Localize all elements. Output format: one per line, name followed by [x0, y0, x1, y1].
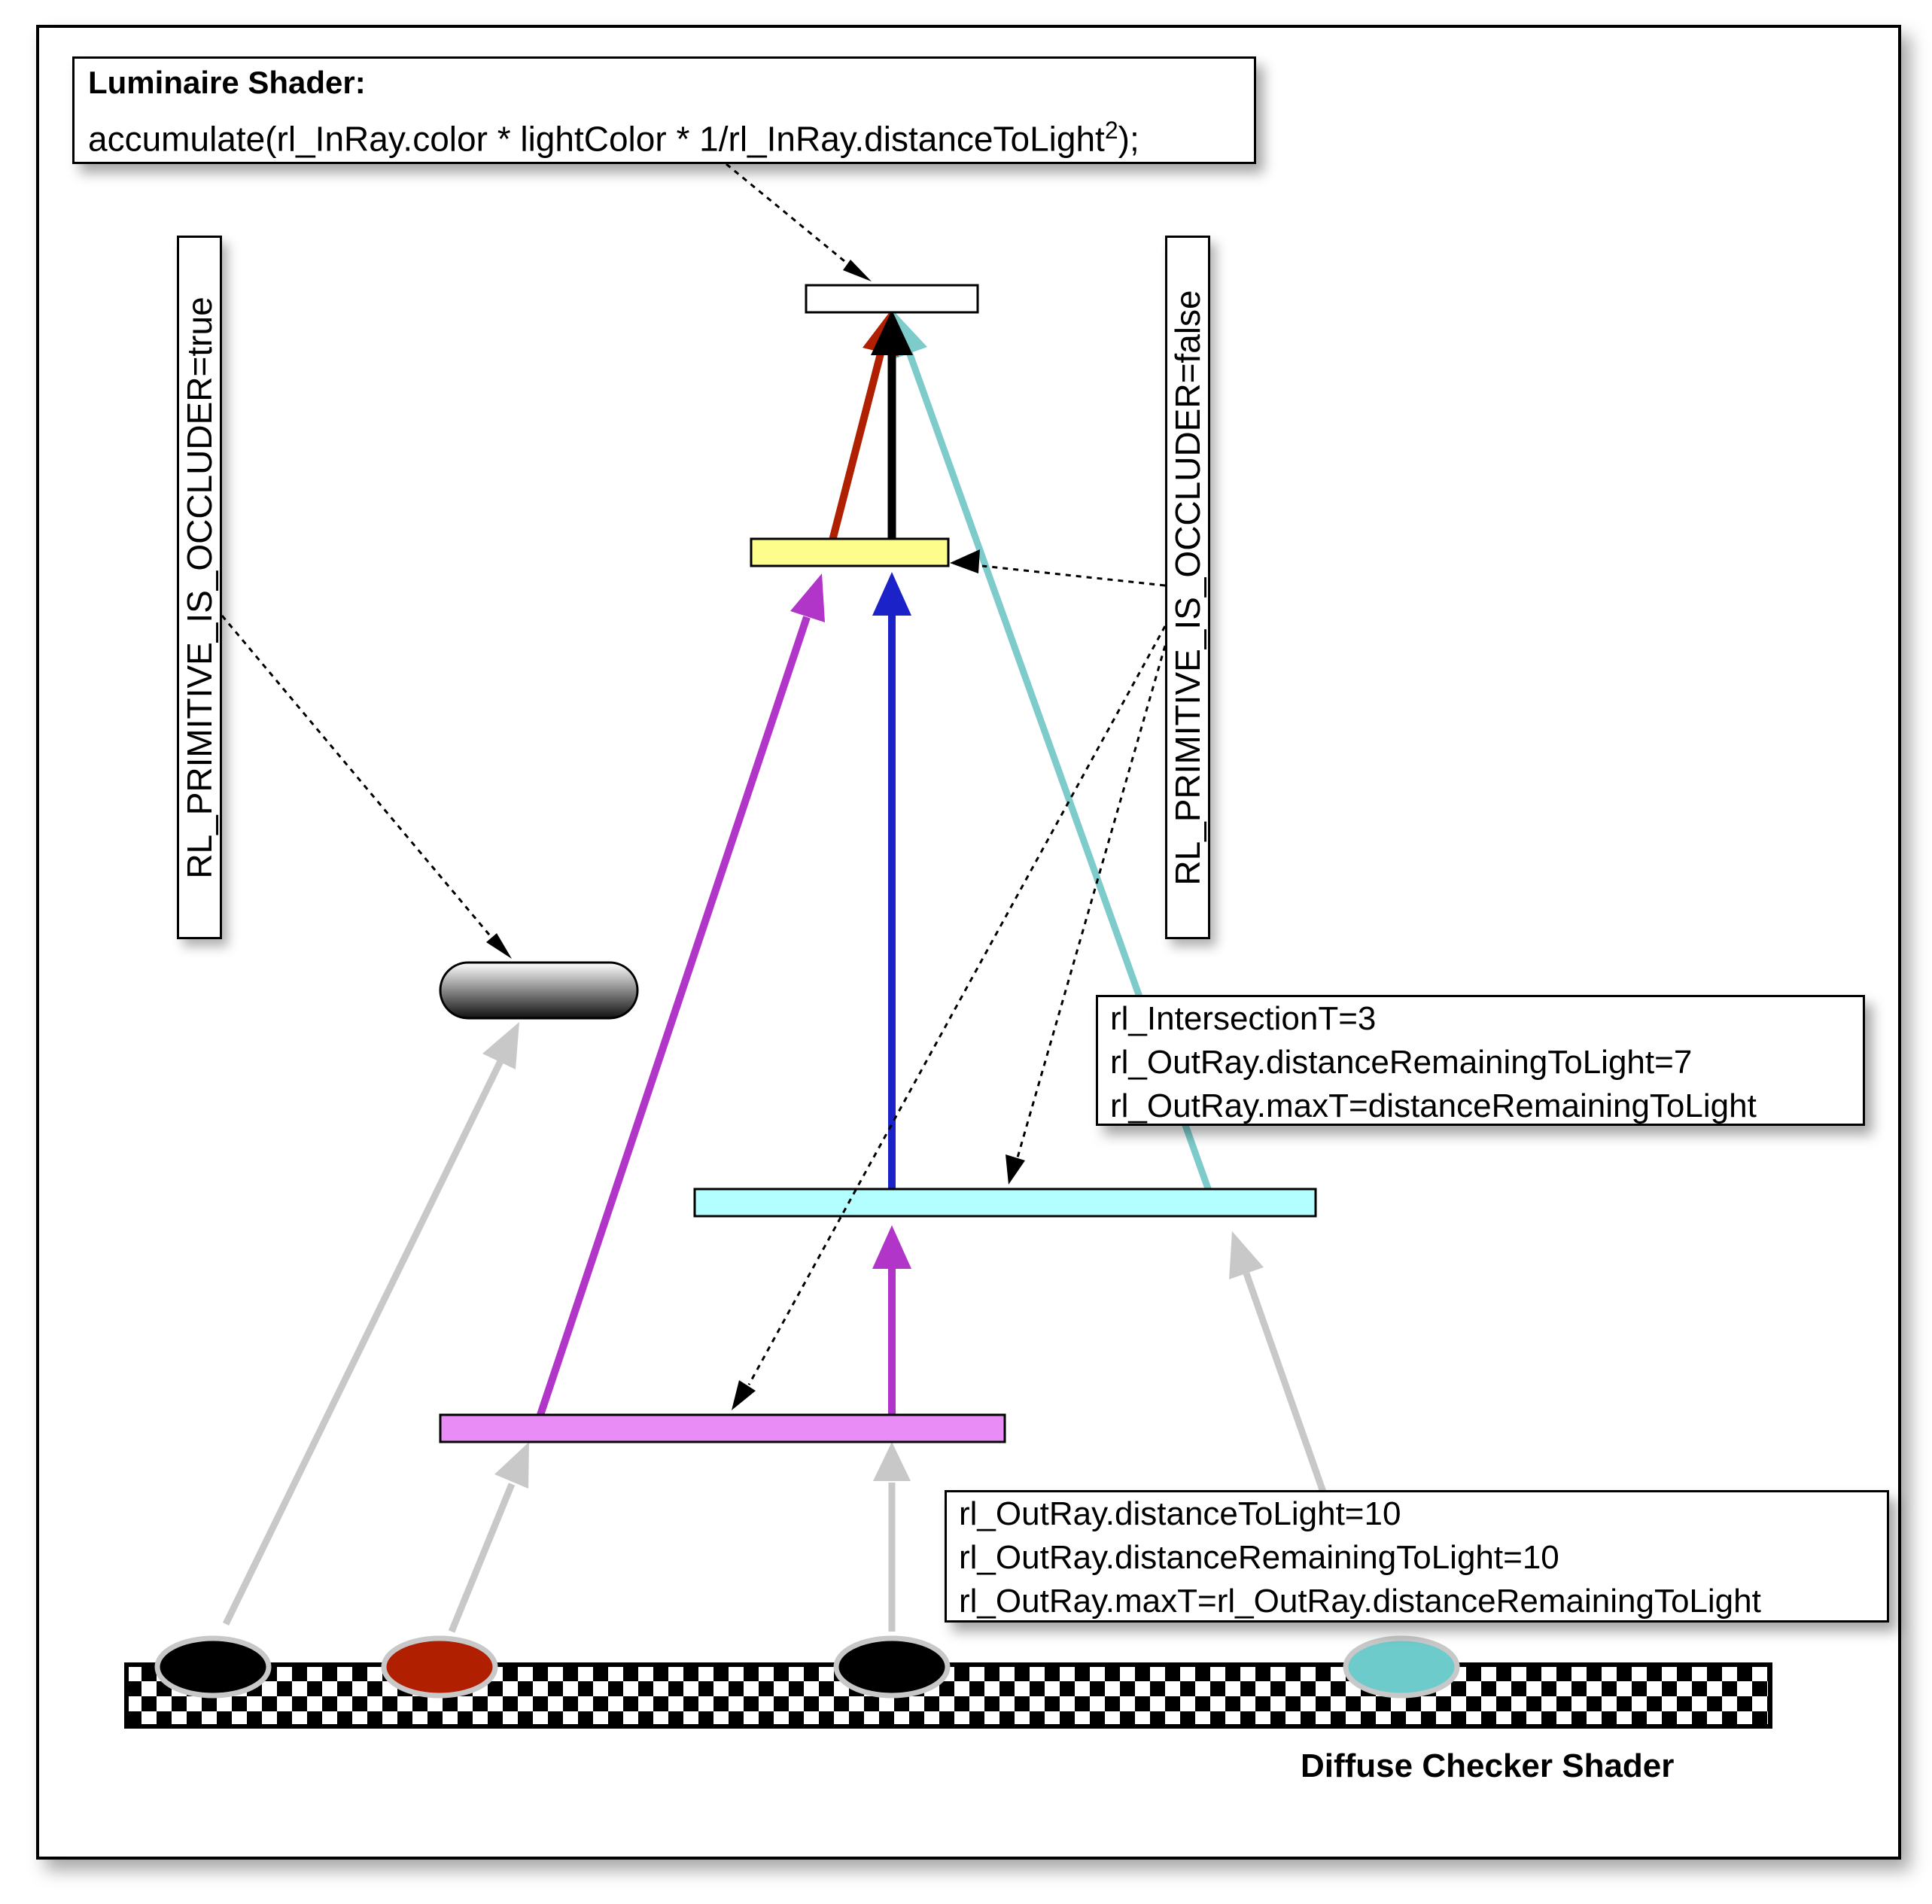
outray-info-box: rl_OutRay.distanceToLight=10 rl_OutRay.d…	[945, 1490, 1889, 1623]
occluder-false-label: RL_PRIMITIVE_IS_OCCLUDER=false	[1165, 236, 1210, 939]
gray-arrowhead-occluder	[482, 1022, 519, 1069]
occluder-true-label: RL_PRIMITIVE_IS_OCCLUDER=true	[177, 236, 222, 939]
arrowhead-cyan-plane	[1006, 1154, 1025, 1185]
occluder-false-text: RL_PRIMITIVE_IS_OCCLUDER=false	[1168, 289, 1207, 886]
black-ray	[871, 310, 913, 540]
dotted-arrow-cyan-plane	[1016, 645, 1167, 1158]
origin-cyan	[1343, 1635, 1460, 1699]
gray-rays	[222, 1022, 1328, 1633]
occluder-capsule	[439, 961, 639, 1020]
gray-ray-to-occluder	[222, 1060, 504, 1626]
intersection-line: rl_OutRay.maxT=distanceRemainingToLight	[1110, 1087, 1757, 1124]
outray-line: rl_OutRay.distanceToLight=10	[959, 1495, 1401, 1532]
purple-rays	[537, 573, 911, 1416]
occluder-true-text: RL_PRIMITIVE_IS_OCCLUDER=true	[180, 296, 219, 879]
blue-arrowhead	[872, 572, 911, 616]
arrowhead-yellow	[950, 549, 980, 573]
luminaire-code-exponent: 2	[1104, 117, 1118, 144]
origin-red	[381, 1635, 498, 1699]
luminaire-title: Luminaire Shader:	[88, 65, 366, 100]
gray-arrowhead-cyan	[1229, 1231, 1264, 1279]
pink-plane	[439, 1413, 1006, 1443]
dotted-arrow-occluder-true	[221, 615, 494, 940]
outray-line: rl_OutRay.maxT=rl_OutRay.distanceRemaini…	[959, 1583, 1761, 1620]
purple-arrowhead-short	[872, 1225, 911, 1269]
gray-arrowhead-red	[494, 1442, 529, 1489]
arrowhead-occluder-true	[486, 933, 512, 959]
intersection-line: rl_IntersectionT=3	[1110, 1000, 1377, 1037]
origin-black-2	[833, 1635, 951, 1699]
dotted-arrows	[221, 163, 1167, 1385]
yellow-plane	[750, 537, 950, 567]
purple-ray-long	[537, 616, 811, 1416]
dotted-arrow-pink-plane	[747, 625, 1167, 1385]
intersection-info-box: rl_IntersectionT=3 rl_OutRay.distanceRem…	[1096, 995, 1865, 1126]
blue-ray	[872, 572, 911, 1189]
luminaire-code: accumulate(rl_InRay.color * lightColor *…	[88, 105, 1240, 163]
dotted-arrowheads	[486, 260, 1025, 1410]
dotted-arrow-luminaire	[726, 163, 853, 269]
purple-arrowhead-long	[790, 573, 825, 622]
gray-ray-cyan-origin	[1243, 1272, 1328, 1498]
black-arrowhead	[871, 310, 913, 355]
arrowhead-pink-plane	[732, 1380, 756, 1410]
luminaire-code-end: );	[1118, 119, 1139, 159]
outray-line: rl_OutRay.distanceRemainingToLight=10	[959, 1539, 1559, 1576]
gray-arrowhead-black	[873, 1442, 911, 1481]
luminaire-shader-box: Luminaire Shader: accumulate(rl_InRay.co…	[72, 56, 1256, 164]
dotted-arrow-yellow	[981, 564, 1166, 587]
arrowhead-luminaire	[843, 260, 872, 281]
cyan-plane	[693, 1188, 1317, 1218]
luminaire-code-main: accumulate(rl_InRay.color * lightColor *…	[88, 119, 1105, 159]
light-plane	[805, 284, 979, 314]
intersection-line: rl_OutRay.distanceRemainingToLight=7	[1110, 1044, 1693, 1081]
checker-shader-label: Diffuse Checker Shader	[1301, 1747, 1675, 1784]
origin-black-1	[154, 1635, 272, 1699]
gray-ray-red-origin	[448, 1483, 516, 1633]
